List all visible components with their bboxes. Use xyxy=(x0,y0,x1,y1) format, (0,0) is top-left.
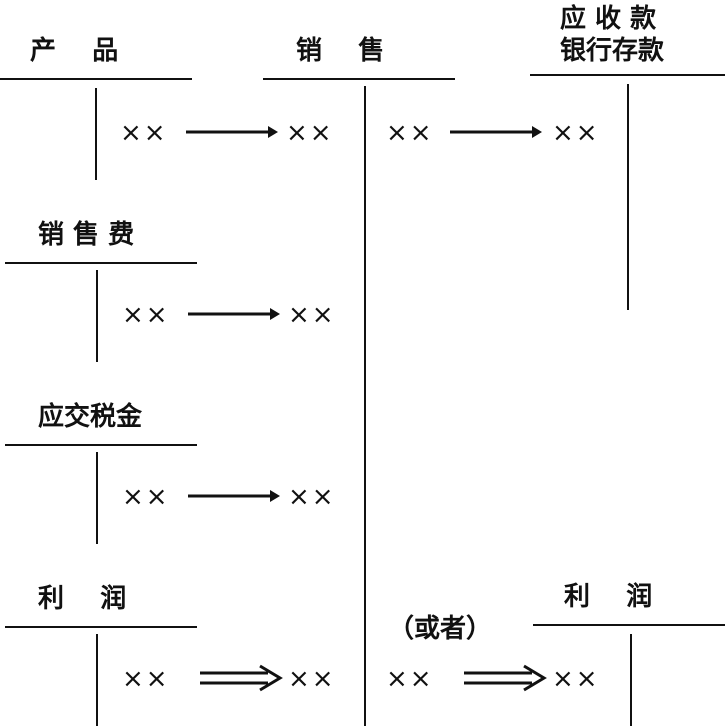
double-arrow-profit-right xyxy=(464,664,547,692)
t-account-top-sales xyxy=(263,78,455,80)
account-title-receivable: 应 收 款 xyxy=(560,4,657,34)
entry-sales-from-tax: ×× xyxy=(288,482,336,512)
entry-sales-to-profit: ×× xyxy=(288,664,336,694)
t-account-divider-receivable xyxy=(627,84,629,310)
t-account-divider-profit-right xyxy=(630,634,632,726)
entry-sales-from-expense: ×× xyxy=(288,300,336,330)
entry-profit-right: ×× xyxy=(552,664,600,694)
account-title-tax-payable: 应交税金 xyxy=(38,402,143,432)
t-account-divider-product xyxy=(95,88,97,180)
transfer-arrow-product-to-sales xyxy=(186,126,278,138)
transfer-arrow-sales-expense xyxy=(188,308,280,320)
alternative-note: （或者） xyxy=(388,614,493,644)
entry-tax-payable: ×× xyxy=(122,482,170,512)
entry-profit-left: ×× xyxy=(122,664,170,694)
entry-sales-expense: ×× xyxy=(122,300,170,330)
entry-sales-credit: ×× xyxy=(386,118,434,148)
entry-receivable-debit: ×× xyxy=(552,118,600,148)
entry-product-debit: ×× xyxy=(120,118,168,148)
account-title-product: 产 品 xyxy=(30,36,119,66)
account-title-profit-left: 利 润 xyxy=(38,584,127,614)
account-title-profit-right: 利 润 xyxy=(564,582,653,612)
t-account-top-profit-right xyxy=(533,624,725,626)
account-title-bank-deposit: 银行存款 xyxy=(560,36,665,66)
double-arrow-profit-left xyxy=(200,664,283,692)
entry-sales-from-product: ×× xyxy=(286,118,334,148)
transfer-arrow-tax-payable xyxy=(188,490,280,502)
account-title-sales: 销 售 xyxy=(296,36,385,66)
t-account-top-sales-expense xyxy=(5,262,197,264)
t-account-top-profit-left xyxy=(5,626,197,628)
t-account-divider-sales xyxy=(364,86,366,726)
t-account-divider-tax-payable xyxy=(96,452,98,544)
account-title-sales-expense: 销 售 费 xyxy=(38,220,135,250)
transfer-arrow-sales-to-receivable xyxy=(450,126,542,138)
t-account-divider-profit-left xyxy=(96,634,98,726)
t-account-top-tax-payable xyxy=(5,444,197,446)
t-account-divider-sales-expense xyxy=(96,270,98,362)
t-account-top-product xyxy=(0,78,192,80)
entry-sales-alt: ×× xyxy=(386,664,434,694)
t-account-top-receivable xyxy=(530,74,725,76)
